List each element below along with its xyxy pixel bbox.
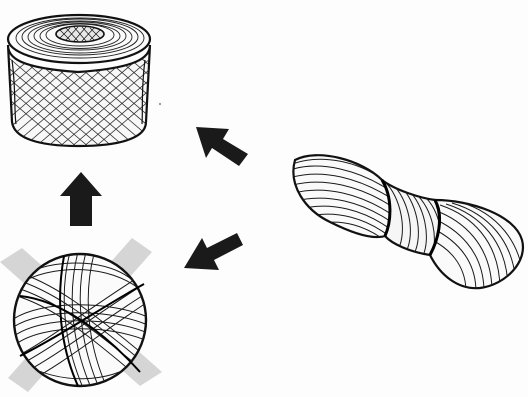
arrow-skein-to-ball [184,233,243,270]
yarn-ball [0,238,162,392]
yarn-skein [289,155,524,292]
arrow-skein-to-cone [196,127,248,166]
arrow-ball-to-cone [60,172,102,226]
print-speck [159,103,161,105]
yarn-cone [0,15,272,160]
